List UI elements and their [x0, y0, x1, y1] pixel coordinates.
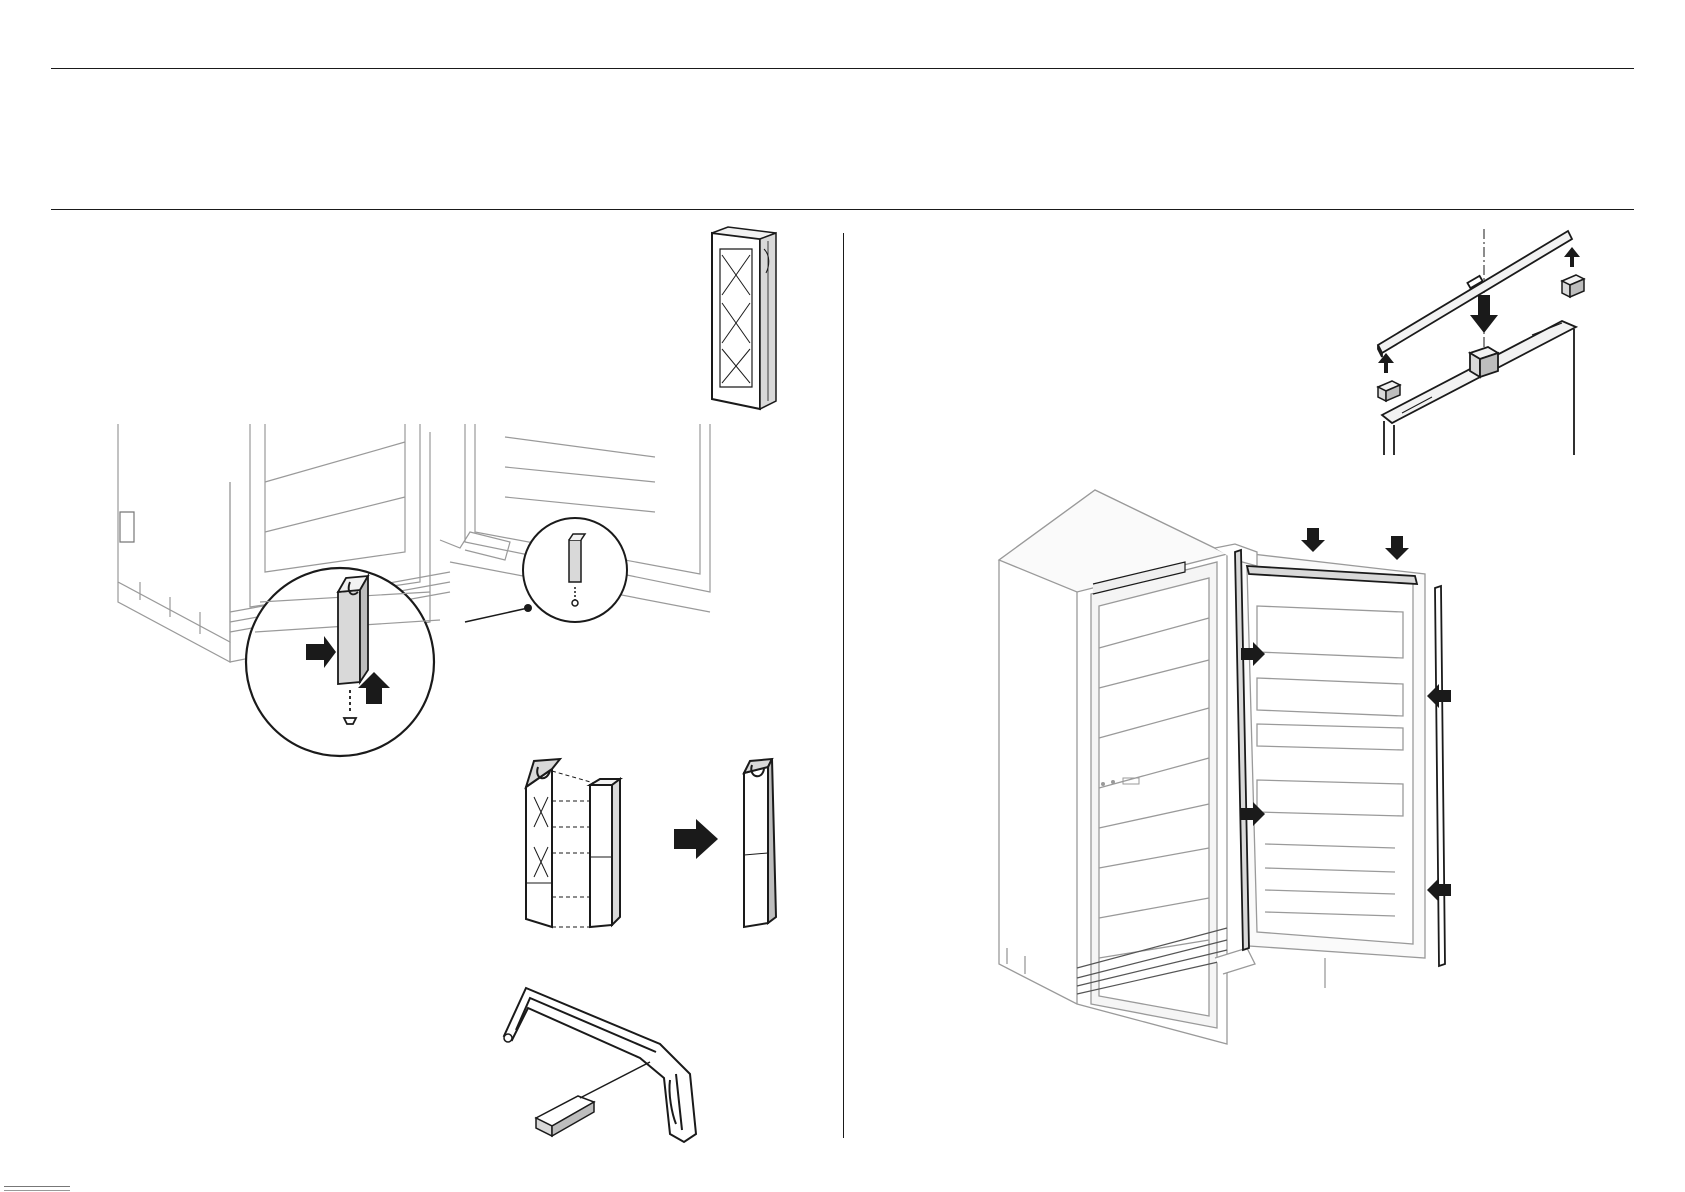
figure-door-trim-installation [995, 488, 1465, 1054]
footer-mark [4, 1186, 70, 1191]
column-divider [843, 233, 844, 1138]
hinge-cover-icon [706, 225, 784, 411]
figure-door-handle-bracket [500, 984, 704, 1146]
hinge-cover-icon [522, 757, 784, 933]
door-handle-icon [500, 984, 704, 1146]
figure-hinge-cover-assembly [522, 757, 784, 933]
header-top-rule [51, 68, 1634, 69]
figure-top-trim-removal [1372, 225, 1589, 458]
figure-hinge-cover-insert [706, 225, 784, 411]
trim-strip-icon [1372, 225, 1589, 458]
header-bottom-rule [51, 209, 1634, 210]
figure-lower-hinge-removal [110, 422, 722, 767]
